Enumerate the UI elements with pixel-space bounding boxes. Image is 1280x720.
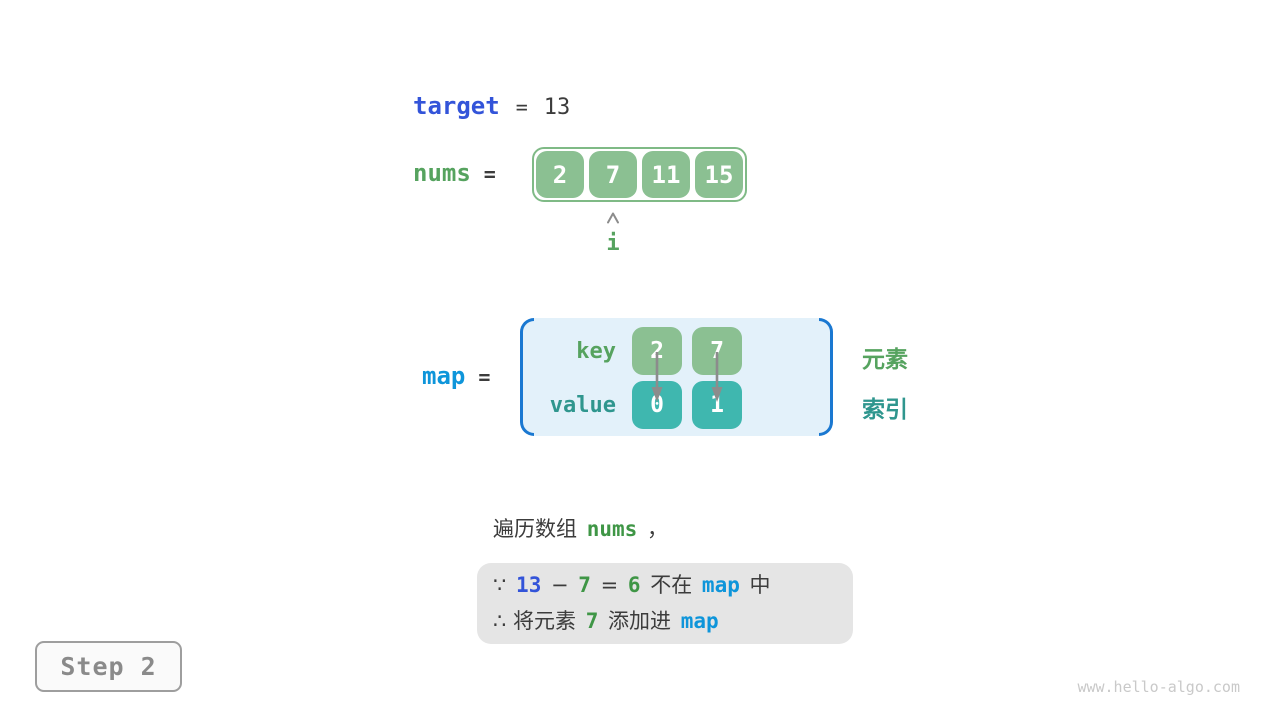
key-to-value-arrow-icon [632, 352, 682, 404]
caption-text: 遍历数组 nums ， [493, 513, 668, 543]
map-kv-arrows [632, 352, 742, 404]
index-pointer-caret-icon [606, 210, 620, 224]
text-segment: 6 [627, 573, 641, 597]
reasoning-line-2: ∴ 将元素 7 添加进 map [493, 603, 853, 639]
text-segment: ， [640, 517, 668, 541]
text-segment: ∴ 将元素 [493, 609, 583, 633]
map-variable-name: map [422, 362, 466, 390]
map-bracket-right-icon [819, 318, 833, 436]
text-segment: 不在 [643, 573, 699, 597]
array-cell: 15 [695, 151, 743, 198]
text-segment: = [593, 573, 625, 597]
text-segment: nums [586, 517, 638, 541]
map-assignment: map = [422, 362, 490, 390]
step-badge: Step 2 [35, 641, 182, 692]
target-value: 13 [543, 95, 571, 120]
map-bracket-left-icon [520, 318, 534, 436]
text-segment: 13 [516, 573, 542, 597]
text-segment: 添加进 [601, 609, 678, 633]
equals-sign: = [515, 95, 528, 119]
equals-sign: = [478, 365, 491, 389]
reasoning-box: ∵ 13 − 7 = 6 不在 map 中 ∴ 将元素 7 添加进 map [477, 563, 853, 644]
text-segment: map [701, 573, 740, 597]
element-side-label: 元素 [862, 347, 908, 373]
equals-sign: = [483, 162, 496, 186]
array-cell: 7 [589, 151, 637, 198]
array-cell: 11 [642, 151, 690, 198]
map-value-label: value [549, 393, 616, 418]
target-variable-name: target [413, 92, 500, 120]
text-segment: map [680, 609, 719, 633]
array-cell: 2 [536, 151, 584, 198]
nums-variable-name: nums [413, 159, 471, 187]
text-segment: 7 [585, 609, 599, 633]
index-side-label: 索引 [862, 397, 908, 423]
text-segment: ∵ [493, 573, 514, 597]
nums-assignment: nums = [413, 159, 496, 187]
text-segment: 7 [578, 573, 591, 597]
map-value-cell: 1 [692, 381, 742, 429]
key-to-value-arrow-icon [692, 352, 742, 404]
text-segment: − [544, 573, 576, 597]
watermark: www.hello-algo.com [1077, 678, 1240, 696]
step-label: Step 2 [60, 652, 157, 681]
text-segment: 中 [742, 573, 771, 597]
reasoning-line-1: ∵ 13 − 7 = 6 不在 map 中 [493, 567, 853, 603]
map-key-label: key [576, 339, 616, 364]
text-segment: 遍历数组 [493, 517, 584, 541]
index-pointer-label: i [606, 231, 620, 256]
target-assignment: target = 13 [413, 92, 570, 120]
